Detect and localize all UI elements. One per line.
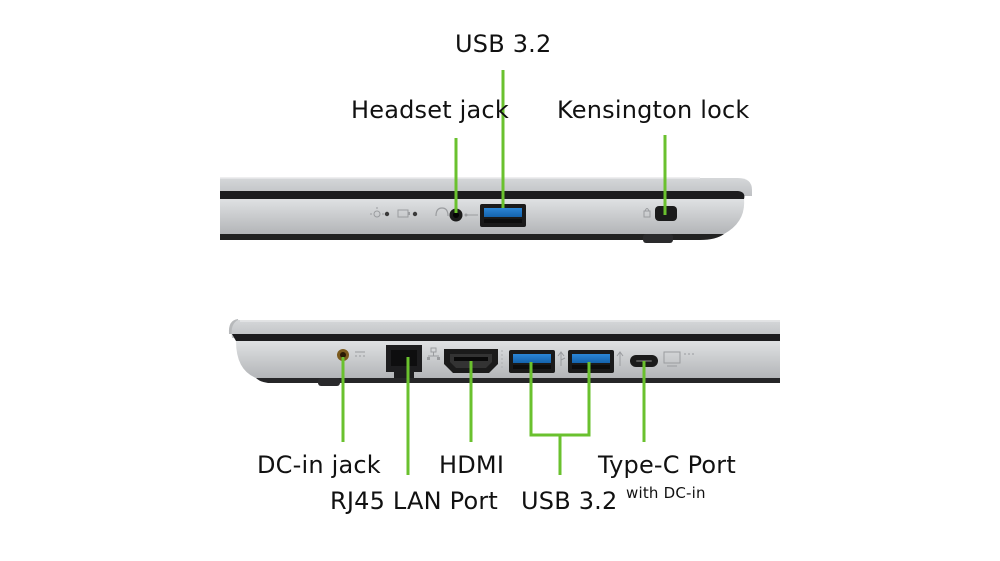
power-indicator-icon <box>370 207 390 218</box>
label-dc-in-jack: DC-in jack <box>257 451 381 479</box>
usb-icon <box>464 213 478 217</box>
dc-in-icon <box>355 351 365 357</box>
headset-jack-port <box>449 208 463 222</box>
bottom-laptop-view <box>228 319 781 475</box>
headset-icon <box>435 207 449 217</box>
top-bottom-edge <box>220 234 724 240</box>
bottom-lid <box>231 320 781 338</box>
label-rj45-lan-port: RJ45 LAN Port <box>330 487 499 515</box>
top-rubber-foot <box>643 234 673 243</box>
dc-in-jack-port <box>337 349 349 361</box>
bottom-seam <box>232 334 780 341</box>
usb-port-top <box>480 204 526 227</box>
rj45-lan-port <box>386 345 422 378</box>
usb-icon <box>557 351 566 366</box>
label-kensington-lock: Kensington lock <box>557 96 750 124</box>
label-usb-top: USB 3.2 <box>455 30 552 58</box>
battery-indicator-icon <box>397 209 418 218</box>
top-seam <box>220 191 745 199</box>
usb-port-bottom-2 <box>568 350 614 373</box>
label-usb-bottom: USB 3.2 <box>521 487 618 515</box>
bottom-bottom-edge <box>256 378 780 383</box>
display-icon <box>663 351 696 367</box>
label-hdmi: HDMI <box>439 451 505 479</box>
bottom-rubber-foot <box>318 378 340 386</box>
label-headset-jack: Headset jack <box>351 96 509 124</box>
top-laptop-view <box>220 70 752 243</box>
bottom-base <box>236 341 780 378</box>
label-type-c-sub: with DC-in <box>626 484 706 502</box>
lan-icon <box>427 347 440 360</box>
lock-icon <box>643 208 651 218</box>
label-type-c-port: Type-C Port <box>598 451 736 479</box>
usb-c-icon <box>616 351 624 366</box>
